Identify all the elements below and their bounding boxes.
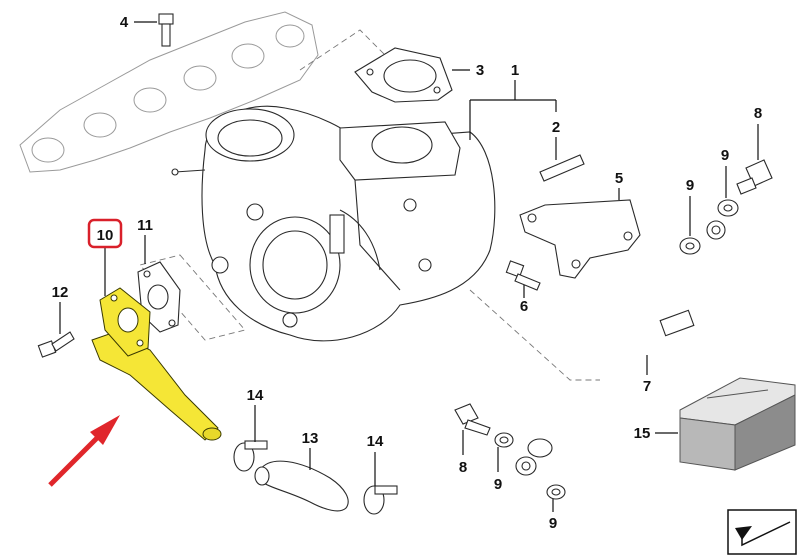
- callout-10: 10: [97, 227, 114, 244]
- washer-9-d: [546, 484, 566, 512]
- callout-7: 7: [643, 378, 651, 395]
- bolt-12: [37, 302, 75, 358]
- callout-8-lower: 8: [459, 459, 467, 476]
- oil-feed-line-7: [515, 220, 752, 476]
- callout-9-d: 9: [549, 515, 557, 532]
- bolt-8-lower: [454, 403, 491, 455]
- bolt-6: [505, 260, 541, 298]
- callout-1: 1: [511, 62, 519, 79]
- callout-9-a: 9: [686, 177, 694, 194]
- oil-return-pipe-10: [91, 248, 222, 441]
- clamp-14-left: [233, 405, 268, 472]
- callout-4: 4: [120, 14, 129, 31]
- washer-9-b: [717, 166, 739, 217]
- highlight-frame-10: [87, 218, 123, 249]
- callout-14-right: 14: [367, 433, 384, 450]
- repair-kit-box-15: [655, 377, 796, 471]
- callout-9-c: 9: [494, 476, 502, 493]
- callout-9-b: 9: [721, 147, 729, 164]
- stud-2: [539, 137, 585, 182]
- bracket-5: [519, 188, 641, 279]
- callout-12: 12: [52, 284, 69, 301]
- diagram-nav-icon: [727, 509, 797, 555]
- callout-13: 13: [302, 430, 319, 447]
- gasket-3: [354, 47, 470, 103]
- callout-6: 6: [520, 298, 528, 315]
- dashed-guide-1: [469, 289, 600, 381]
- washer-9-c: [494, 432, 514, 472]
- clamp-14-right: [363, 452, 398, 515]
- callout-8-upper: 8: [754, 105, 762, 122]
- hose-13: [254, 448, 349, 512]
- callout-14-left: 14: [247, 387, 264, 404]
- callout-5: 5: [615, 170, 623, 187]
- callout-11: 11: [137, 217, 153, 234]
- callout-2: 2: [552, 119, 560, 136]
- bolt-4: [134, 13, 174, 47]
- callout-15: 15: [634, 425, 651, 442]
- red-pointer-arrow: [48, 415, 120, 487]
- turbocharger-1: [171, 80, 557, 342]
- dashed-guide-2: [139, 254, 246, 341]
- exhaust-manifold: [19, 11, 421, 173]
- callout-3: 3: [476, 62, 484, 79]
- bolt-8-upper: [736, 124, 773, 195]
- washer-9-a: [679, 196, 701, 255]
